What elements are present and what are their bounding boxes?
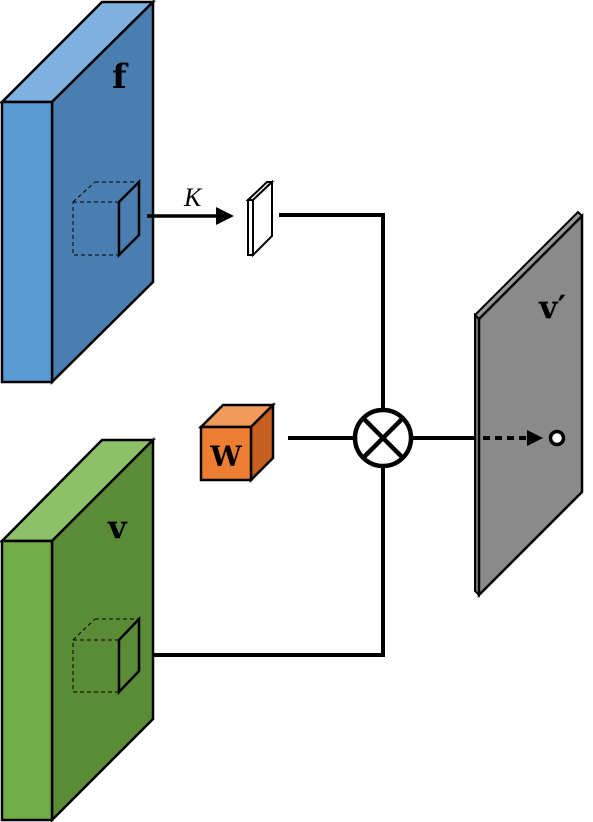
w-label: W: [209, 440, 242, 473]
f-feature-block: f: [0, 0, 157, 385]
v-prime-label: v′: [538, 288, 566, 326]
kernel-slab: [245, 179, 275, 258]
f-to-kernel-arrow: [147, 207, 234, 225]
f-label: f: [112, 57, 129, 97]
v-feature-block: v: [0, 436, 157, 822]
v-to-multiply-line: [147, 466, 385, 657]
f-patch-face: [117, 178, 141, 259]
multiply-operator: [352, 407, 414, 469]
v-label: v: [107, 508, 128, 546]
v-block-front: [0, 539, 54, 822]
w-weight-cube: W: [197, 401, 277, 484]
v-patch-face: [117, 615, 141, 696]
kernel-size-label: K: [183, 183, 203, 212]
v-prime-output-plane: v′: [473, 210, 584, 599]
output-point: [548, 429, 566, 447]
f-block-front: [0, 100, 54, 384]
w-cube-front: [199, 425, 253, 482]
kernel-to-multiply-line: [279, 213, 385, 410]
